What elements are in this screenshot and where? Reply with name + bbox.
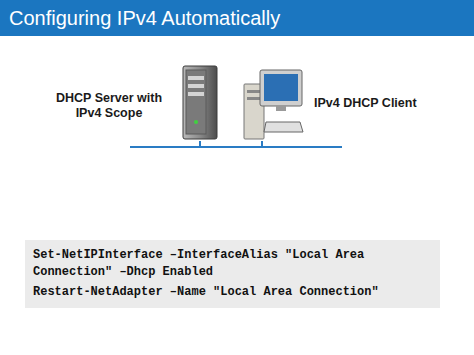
server-case xyxy=(183,66,217,139)
monitor-stand xyxy=(276,106,286,111)
node-label: IPv4 DHCP Client xyxy=(314,96,417,111)
screen xyxy=(264,74,298,101)
drive-bay xyxy=(188,92,204,96)
slide-title: Configuring IPv4 Automatically xyxy=(0,0,474,36)
drive-bay xyxy=(188,84,204,88)
client-node: IPv4 DHCP Client xyxy=(240,66,304,141)
drive-bay xyxy=(247,97,261,100)
power-led xyxy=(194,120,198,124)
title-bar: Configuring IPv4 Automatically xyxy=(0,0,474,36)
drive-bay xyxy=(188,76,204,80)
node-label: DHCP Server with IPv4 Scope xyxy=(46,91,172,121)
server-front xyxy=(186,70,206,134)
client-icon xyxy=(240,66,304,141)
code-box: Set-NetIPInterface –InterfaceAlias "Loca… xyxy=(25,240,440,308)
drive-bay xyxy=(247,90,261,93)
command-text: Restart-NetAdapter –Name "Local Area Con… xyxy=(33,284,432,301)
text-holder: Set-NetIPInterface –InterfaceAlias "Loca… xyxy=(25,240,440,308)
server-node: DHCP Server with IPv4 Scope xyxy=(180,64,220,141)
monitor xyxy=(260,70,302,106)
text-holder: IPv4 DHCP Client xyxy=(314,96,417,111)
keyboard xyxy=(264,122,303,132)
text-holder: DHCP Server with IPv4 Scope xyxy=(46,91,172,121)
server-icon xyxy=(180,64,220,141)
command-text: Set-NetIPInterface –InterfaceAlias "Loca… xyxy=(33,247,432,281)
network-link xyxy=(200,141,262,147)
